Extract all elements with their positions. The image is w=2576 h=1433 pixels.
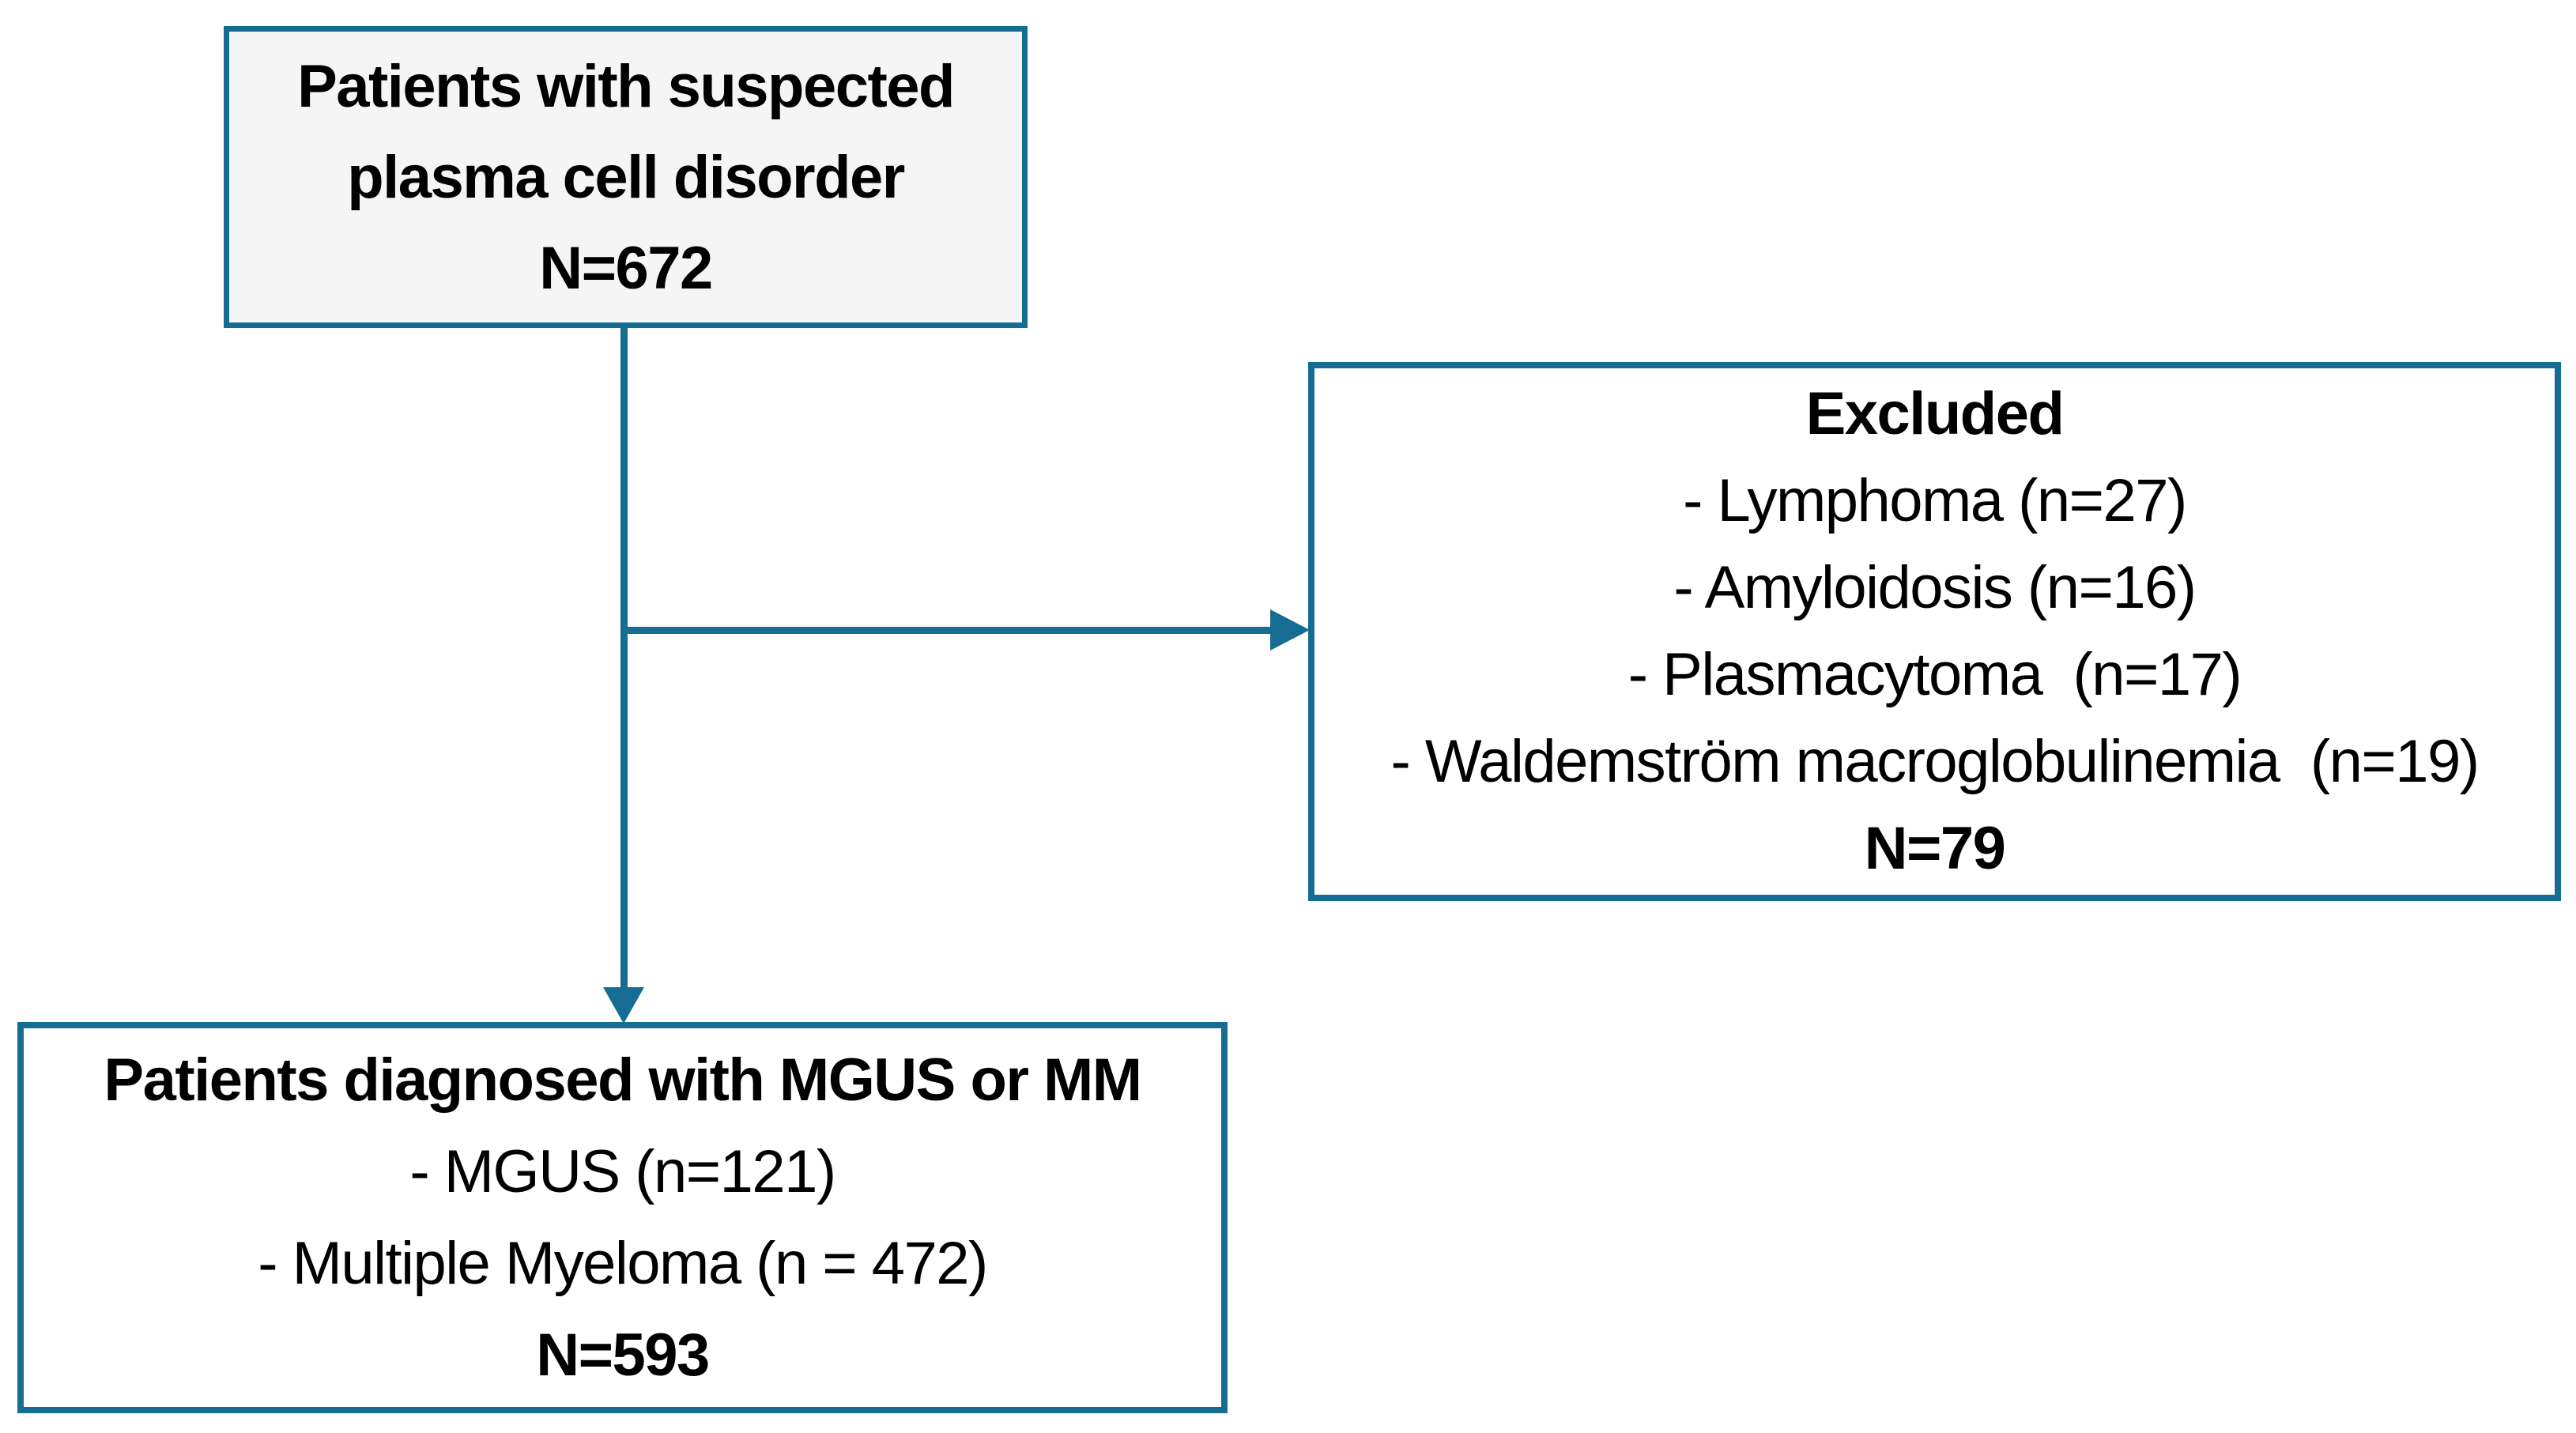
outcome-box: Patients diagnosed with MGUS or MM - MGU… (17, 1022, 1228, 1413)
horizontal-connector-line (624, 627, 1274, 634)
excluded-box: Excluded - Lymphoma (n=27) - Amyloidosis… (1308, 362, 2561, 901)
start-box: Patients with suspected plasma cell diso… (224, 26, 1028, 328)
excluded-item-plasmacytoma: - Plasmacytoma (n=17) (1627, 641, 2242, 708)
excluded-item-lymphoma: - Lymphoma (n=27) (1683, 467, 2187, 534)
arrow-right-icon (1270, 609, 1310, 651)
arrow-down-icon (603, 987, 644, 1024)
excluded-item-amyloidosis: - Amyloidosis (n=16) (1673, 554, 2197, 621)
start-box-total: N=672 (539, 234, 713, 302)
outcome-box-total: N=593 (536, 1321, 710, 1389)
outcome-item-multiple-myeloma: - Multiple Myeloma (n = 472) (258, 1229, 988, 1297)
excluded-box-title: Excluded (1805, 380, 2065, 447)
excluded-item-waldemstrom: - Waldemström macroglobulinemia (n=19) (1390, 728, 2480, 795)
start-box-line-2: plasma cell disorder (347, 143, 905, 211)
vertical-connector-line (620, 328, 628, 992)
excluded-box-total: N=79 (1864, 815, 2006, 882)
start-box-line-1: Patients with suspected (297, 52, 955, 120)
outcome-item-mgus: - MGUS (n=121) (409, 1137, 836, 1205)
outcome-box-title: Patients diagnosed with MGUS or MM (104, 1046, 1142, 1114)
